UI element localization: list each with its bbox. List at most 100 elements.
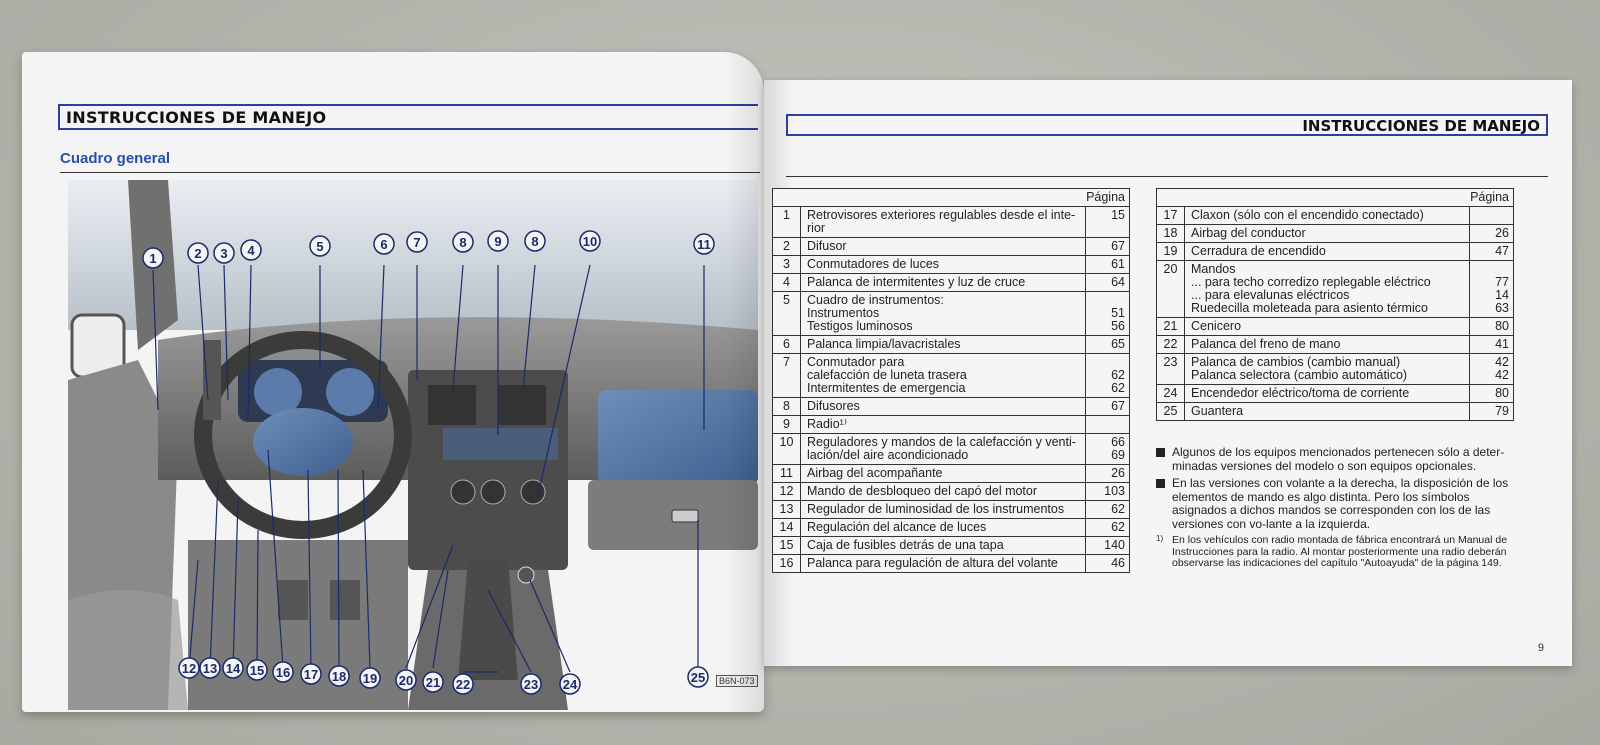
callout-1: 1 xyxy=(142,247,164,269)
callout-25: 25 xyxy=(687,666,709,688)
item-description: Mandos... para techo corredizo replegabl… xyxy=(1184,260,1470,318)
vent-left xyxy=(428,385,476,425)
item-number: 4 xyxy=(772,273,801,292)
table2-header: Página xyxy=(1156,188,1514,207)
description-line: Conmutadores de luces xyxy=(807,257,940,271)
item-number: 23 xyxy=(1156,353,1185,385)
page-ref: 77 xyxy=(1495,275,1509,289)
page-ref: 26 xyxy=(1495,226,1509,240)
footnote-text: En los vehículos con radio montada de fá… xyxy=(1172,534,1508,569)
callout-10: 10 xyxy=(579,230,601,252)
description-line: Claxon (sólo con el encendido conectado) xyxy=(1191,208,1424,222)
callout-16: 16 xyxy=(272,661,294,683)
passenger-airbag xyxy=(598,390,758,485)
callout-11: 11 xyxy=(693,233,715,255)
item-description: Palanca de cambios (cambio manual)Palanc… xyxy=(1184,353,1470,385)
svg-text:18: 18 xyxy=(332,669,346,684)
description-line: Testigos luminosos xyxy=(807,319,913,333)
description-line: Regulador de luminosidad de los instrume… xyxy=(807,502,1065,516)
item-page: 79 xyxy=(1469,402,1514,421)
item-number: 21 xyxy=(1156,317,1185,336)
svg-text:16: 16 xyxy=(276,665,290,680)
description-line: rior xyxy=(807,221,826,235)
item-number: 7 xyxy=(772,353,801,398)
page-ref: 80 xyxy=(1495,386,1509,400)
page-ref: 140 xyxy=(1104,538,1125,552)
item-description: Cenicero xyxy=(1184,317,1470,336)
callout-5: 5 xyxy=(309,235,331,257)
item-number: 5 xyxy=(772,291,801,336)
page-ref: 69 xyxy=(1111,448,1125,462)
radio-unit xyxy=(443,428,558,460)
description-line: Difusores xyxy=(807,399,860,413)
callout-6: 6 xyxy=(373,233,395,255)
description-line: Airbag del acompañante xyxy=(807,466,943,480)
page-ref: 67 xyxy=(1111,239,1125,253)
callout-22: 22 xyxy=(452,673,474,695)
description-line: Retrovisores exteriores regulables desde… xyxy=(807,208,1076,222)
svg-text:3: 3 xyxy=(220,246,227,261)
description-line: Reguladores y mandos de la calefacción y… xyxy=(807,435,1076,449)
table1-header: Página xyxy=(772,188,1130,207)
page-ref: 62 xyxy=(1111,520,1125,534)
page-ref: 41 xyxy=(1495,337,1509,351)
footnote-marker: 1) xyxy=(1156,534,1164,543)
description-line: Palanca de cambios (cambio manual) xyxy=(1191,355,1401,369)
item-number: 22 xyxy=(1156,335,1185,354)
left-divider xyxy=(60,172,760,173)
item-description: Palanca limpia/lavacristales xyxy=(800,335,1086,354)
right-header-box: INSTRUCCIONES DE MANEJO xyxy=(786,114,1548,136)
svg-text:20: 20 xyxy=(399,673,413,688)
page-ref: 103 xyxy=(1104,484,1125,498)
description-line: lación/del aire acondicionado xyxy=(807,448,969,462)
callout-8a: 8 xyxy=(452,231,474,253)
item-description: Reguladores y mandos de la calefacción y… xyxy=(800,433,1086,465)
table-row: 17 Claxon (sólo con el encendido conectad… xyxy=(1156,206,1514,225)
item-page: 62 xyxy=(1085,500,1130,519)
svg-text:24: 24 xyxy=(563,677,578,692)
page-ref: 64 xyxy=(1111,275,1125,289)
item-description: Encendedor eléctrico/toma de corriente xyxy=(1184,384,1470,403)
item-description: Retrovisores exteriores regulables desde… xyxy=(800,206,1086,238)
item-page xyxy=(1469,206,1514,225)
figure-code-label: B6N-073 xyxy=(716,675,758,687)
description-line: calefacción de luneta trasera xyxy=(807,368,967,382)
item-description: Guantera xyxy=(1184,402,1470,421)
item-page: 26 xyxy=(1085,464,1130,483)
parts-table-2: Página 17 Claxon (sólo con el encendido c… xyxy=(1156,188,1514,421)
item-number: 17 xyxy=(1156,206,1185,225)
item-page: 62 xyxy=(1085,518,1130,537)
item-description: Difusores xyxy=(800,397,1086,416)
item-number: 3 xyxy=(772,255,801,274)
page-ref: 42 xyxy=(1495,355,1509,369)
item-number: 18 xyxy=(1156,224,1185,243)
item-page: 26 xyxy=(1469,224,1514,243)
svg-text:14: 14 xyxy=(226,661,241,676)
description-line: Cuadro de instrumentos: xyxy=(807,293,944,307)
callout-9: 9 xyxy=(487,230,509,252)
callout-20: 20 xyxy=(395,669,417,691)
windshield xyxy=(68,180,758,330)
item-description: Airbag del acompañante xyxy=(800,464,1086,483)
svg-text:6: 6 xyxy=(380,237,387,252)
item-description: Cerradura de encendido xyxy=(1184,242,1470,261)
svg-text:23: 23 xyxy=(524,677,538,692)
notes-section: Algunos de los equipos mencionados perte… xyxy=(1156,445,1518,570)
item-description: Regulador de luminosidad de los instrume… xyxy=(800,500,1086,519)
gear-lever xyxy=(458,560,518,680)
svg-text:22: 22 xyxy=(456,677,470,692)
page-ref: 42 xyxy=(1495,368,1509,382)
svg-text:8: 8 xyxy=(531,234,538,249)
page-ref xyxy=(1090,418,1125,431)
description-line: ... para elevalunas eléctricos xyxy=(1191,288,1350,302)
svg-text:19: 19 xyxy=(363,671,377,686)
item-page: 80 xyxy=(1469,384,1514,403)
